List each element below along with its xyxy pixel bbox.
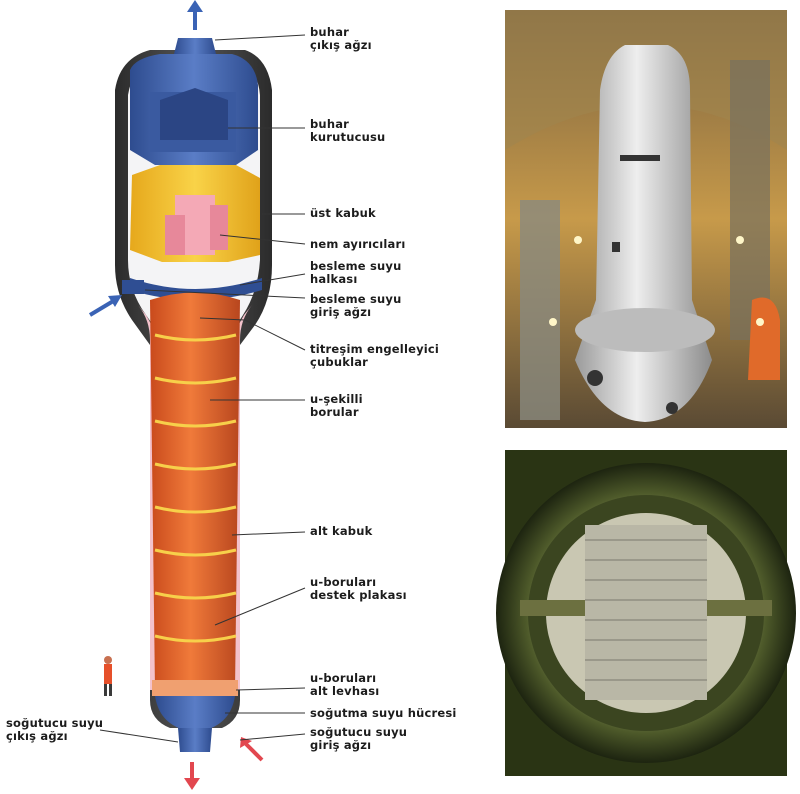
person-scale <box>104 656 112 696</box>
feedwater-in-arrow <box>88 295 122 317</box>
label-lower-shell: alt kabuk <box>310 524 373 538</box>
label-upper-shell: üst kabuk <box>310 206 376 220</box>
coolant-out-arrow <box>184 762 200 790</box>
u-tube-bundle <box>150 292 240 690</box>
photo-steam-generator-installation <box>505 10 787 428</box>
tubesheet <box>152 680 238 696</box>
steam-outlet-nozzle <box>174 38 216 54</box>
leader-lines <box>99 34 306 743</box>
feedwater-inlet-nozzle <box>122 280 144 294</box>
label-moisture-separators: nem ayırıcıları <box>310 237 406 251</box>
steam-out-arrow <box>187 0 203 30</box>
coolant-outlet-nozzle <box>178 728 212 752</box>
support-plates <box>154 333 237 643</box>
label-coolant-chamber: soğutma suyu hücresi <box>310 706 457 720</box>
coolant-in-arrow <box>240 737 264 762</box>
coolant-chamber <box>155 696 235 732</box>
steam-generator-cutaway <box>88 0 306 790</box>
photo-tube-bundle-section <box>496 450 796 776</box>
